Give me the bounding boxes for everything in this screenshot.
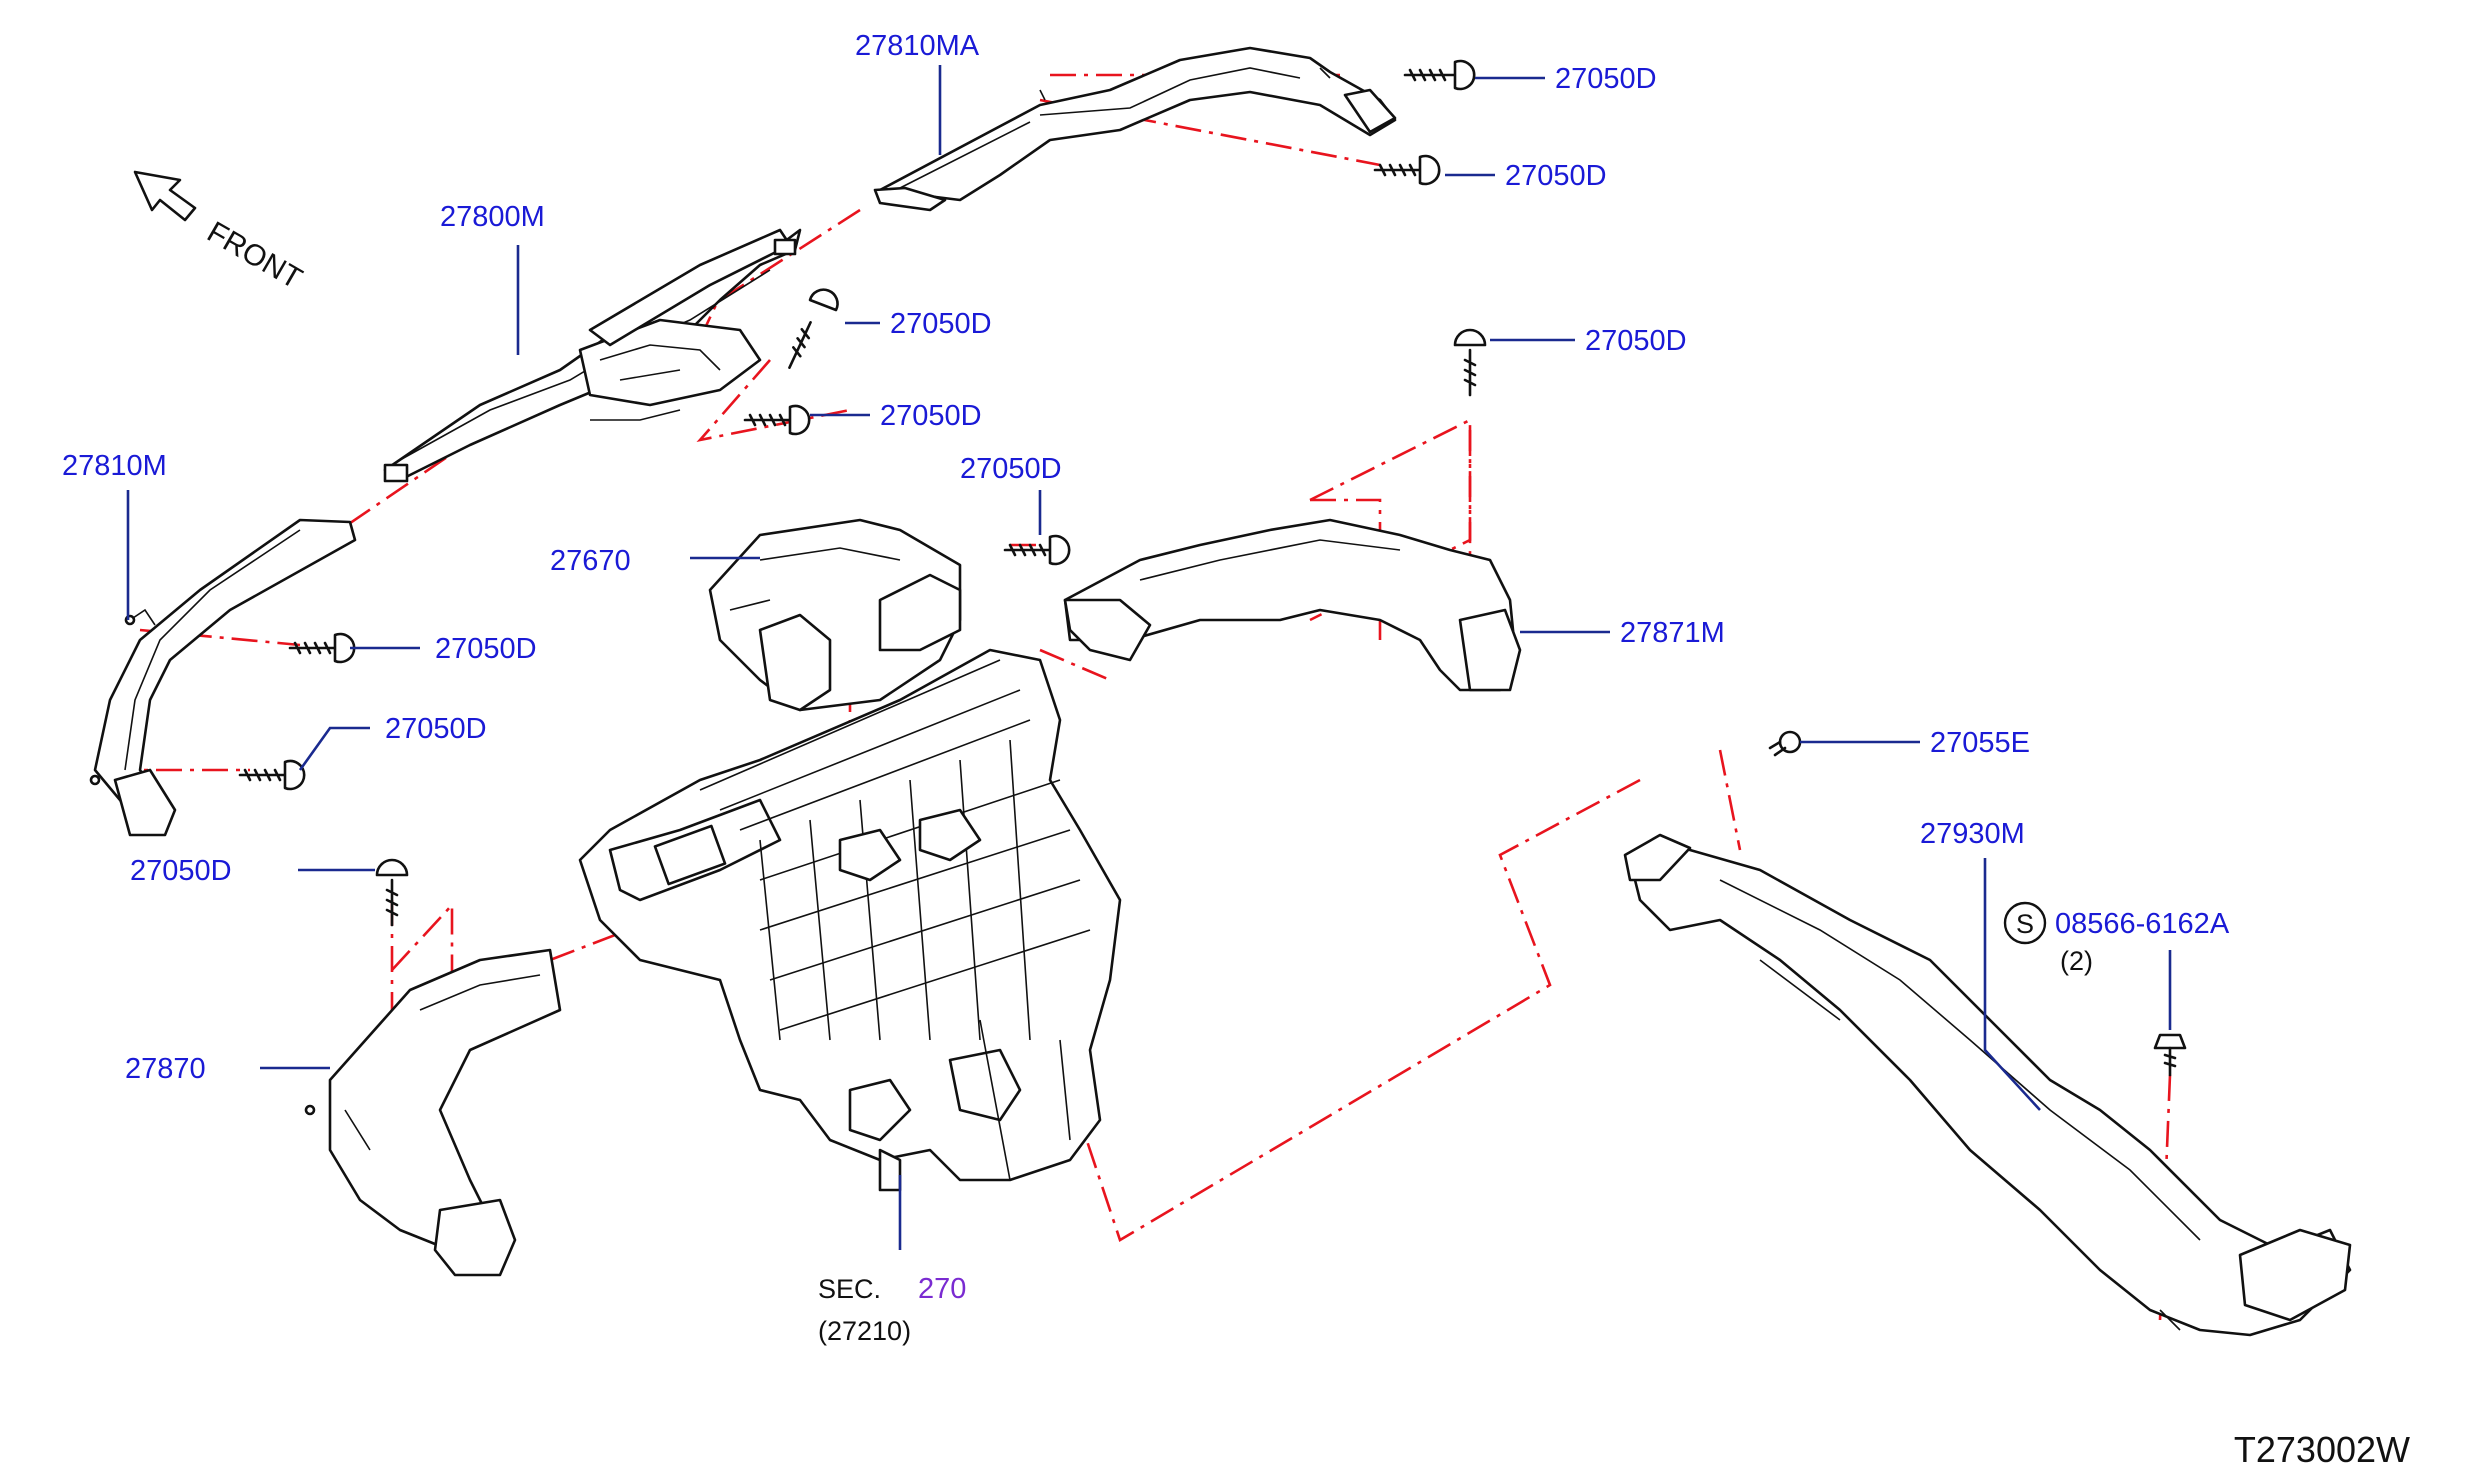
sec-prefix: SEC.	[818, 1274, 881, 1304]
label-27810m: 27810M	[62, 450, 167, 482]
duct-27810m	[89, 518, 357, 837]
label-27055e: 27055E	[1930, 727, 2030, 759]
label-08566-6162a: 08566-6162A	[2055, 908, 2230, 940]
duct-27930m	[1623, 833, 2352, 1337]
label-screw-4: 27050D	[880, 400, 982, 432]
nozzle-27670	[708, 518, 962, 712]
label-27930m: 27930M	[1920, 818, 2025, 850]
sec-part: (27210)	[818, 1316, 911, 1346]
label-27800m: 27800M	[440, 201, 545, 233]
screw-8	[238, 759, 306, 791]
label-screw-8: 27050D	[385, 713, 487, 745]
screw-3	[788, 288, 839, 369]
screw-6	[1003, 534, 1071, 566]
screw-4	[743, 404, 811, 436]
label-27670: 27670	[550, 545, 631, 577]
heater-unit	[578, 648, 1122, 1192]
diagram-code: T273002W	[2234, 1429, 2410, 1470]
s-symbol	[2003, 901, 2047, 945]
s-symbol-letter: S	[2016, 909, 2034, 939]
screw-7	[288, 632, 356, 664]
clip-27055e	[1768, 730, 1802, 757]
screw-2	[1373, 154, 1441, 186]
label-27870: 27870	[125, 1053, 206, 1085]
front-arrow	[133, 170, 197, 222]
label-27871m: 27871M	[1620, 617, 1725, 649]
leader-lines	[126, 65, 2172, 1250]
duct-27810ma	[873, 46, 1397, 212]
screw-5	[1453, 328, 1487, 397]
screws	[238, 59, 2187, 1077]
screw-1	[1403, 59, 1476, 91]
label-27810ma: 27810MA	[855, 30, 980, 62]
label-screw-3: 27050D	[890, 308, 992, 340]
label-screw-1: 27050D	[1555, 63, 1657, 95]
label-screw-7: 27050D	[435, 633, 537, 665]
bolt-08566-6162a	[2153, 1033, 2187, 1077]
duct-27871m	[1063, 518, 1522, 692]
duct-27800m	[383, 228, 802, 483]
label-screw-2: 27050D	[1505, 160, 1607, 192]
duct-27870	[304, 948, 562, 1277]
sec-number: 270	[918, 1273, 966, 1305]
label-bolt-qty: (2)	[2060, 946, 2093, 976]
label-screw-6: 27050D	[960, 453, 1062, 485]
label-screw-5: 27050D	[1585, 325, 1687, 357]
part-labels: 27810MA 27800M 27810M 27670 27871M 27870…	[62, 30, 2230, 1085]
screw-9	[375, 858, 409, 927]
label-screw-9: 27050D	[130, 855, 232, 887]
front-label: FRONT	[202, 215, 308, 295]
